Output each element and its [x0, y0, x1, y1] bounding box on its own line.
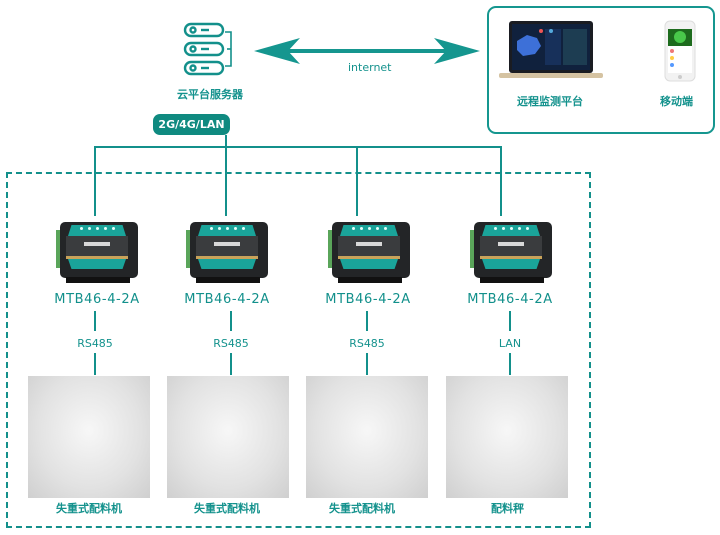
machine-label: 配料秤 [491, 502, 524, 515]
machine-image [28, 376, 150, 498]
field-area [6, 172, 591, 528]
machine-label: 失重式配料机 [56, 502, 122, 515]
device-model: MTB46-4-2A [467, 292, 553, 307]
bus-drop-1 [94, 146, 96, 216]
link-line [230, 353, 232, 375]
bus-riser [225, 135, 227, 147]
link-line [94, 353, 96, 375]
link-line [509, 353, 511, 375]
server-icon [183, 22, 235, 76]
internet-label: internet [348, 61, 392, 74]
device-model: MTB46-4-2A [54, 292, 140, 307]
network-badge: 2G/4G/LAN [153, 114, 230, 135]
client-label-remote: 远程监测平台 [517, 95, 583, 108]
link-line [230, 311, 232, 331]
bus-drop-2 [225, 146, 227, 216]
protocol-label: LAN [498, 337, 522, 350]
double-arrow-icon [254, 38, 480, 64]
laptop-dashboard-icon [499, 19, 603, 81]
link-line [509, 311, 511, 331]
link-line [366, 353, 368, 375]
mobile-phone-icon [664, 20, 696, 82]
protocol-label: RS485 [77, 337, 113, 350]
device-model: MTB46-4-2A [184, 292, 270, 307]
device-model: MTB46-4-2A [325, 292, 411, 307]
bus-drop-4 [500, 146, 502, 216]
link-line [366, 311, 368, 331]
machine-label: 失重式配料机 [194, 502, 260, 515]
bus-line [94, 146, 501, 148]
machine-image [167, 376, 289, 498]
bus-drop-3 [356, 146, 358, 216]
protocol-label: RS485 [349, 337, 385, 350]
server-label: 云平台服务器 [177, 88, 243, 101]
protocol-label: RS485 [213, 337, 249, 350]
controller-device [186, 220, 270, 284]
controller-device [328, 220, 412, 284]
machine-image [306, 376, 428, 498]
client-label-mobile: 移动端 [660, 95, 693, 108]
link-line [94, 311, 96, 331]
machine-image [446, 376, 568, 498]
controller-device [56, 220, 140, 284]
machine-label: 失重式配料机 [329, 502, 395, 515]
controller-device [470, 220, 554, 284]
